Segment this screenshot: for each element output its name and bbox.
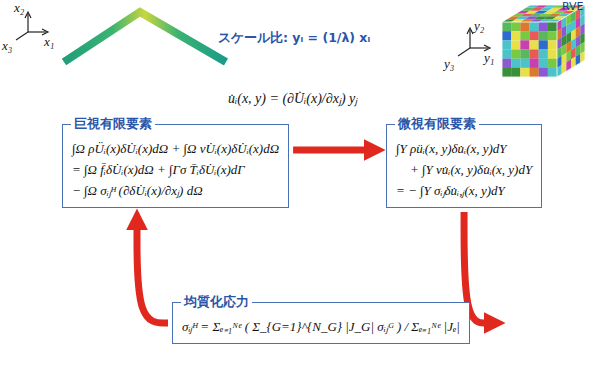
axis-label: y₃ (444, 56, 454, 72)
equation-line: ∫Y ρüᵢ(x, y)δu̇ᵢ(x, y)dY (396, 138, 532, 159)
equation-line: ∫Ω ρÜᵢ(x)δU̇ᵢ(x)dΩ + ∫Ω νU̇ᵢ(x)δU̇ᵢ(x)dΩ (72, 138, 279, 159)
macro-fe-box: 巨視有限要素∫Ω ρÜᵢ(x)δU̇ᵢ(x)dΩ + ∫Ω νU̇ᵢ(x)δU̇… (62, 124, 289, 208)
grain-cell (539, 22, 548, 31)
grain-cell (539, 68, 548, 77)
flow-arrow (293, 147, 368, 154)
equation-line: = ∫Ω f̄ᵢδU̇ᵢ(x)dΩ + ∫Γσ T̄ᵢδU̇ᵢ(x)dΓ (72, 159, 279, 180)
grain-cell (502, 31, 511, 40)
equation-line: σᵢⱼᴴ = Σₑ₌₁ᴺᵉ ( Σ_{G=1}^{N_G} |J_G| σᵢⱼᴳ… (182, 316, 460, 337)
grain-cell (539, 40, 548, 49)
flow-arrow (137, 226, 168, 323)
grain-cell (520, 59, 529, 68)
displacement-formula: u̇ᵢ(x, y) = (∂U̇ᵢ(x)/∂xⱼ) yⱼ (228, 88, 357, 107)
grain-cell (539, 50, 548, 59)
grain-cell (511, 68, 520, 77)
axis-label: x₃ (2, 38, 12, 54)
box-heading: 巨視有限要素 (71, 116, 155, 132)
grain-cell (530, 31, 539, 40)
grain-cell (548, 68, 557, 77)
grain-cell (511, 22, 520, 31)
cube-face (557, 5, 585, 77)
macro-axes (16, 12, 48, 40)
equation-line: + ∫Y νu̇ᵢ(x, y)δu̇ᵢ(x, y)dY (396, 159, 532, 180)
grain-cell (520, 50, 529, 59)
axis-label: x₁ (44, 34, 54, 50)
grain-cell (539, 59, 548, 68)
grain-cell (530, 50, 539, 59)
grain-cell (511, 50, 520, 59)
grain-cell (530, 59, 539, 68)
grain-cell (502, 22, 511, 31)
scale-ratio: スケール比: yᵢ = (1/λ) xᵢ (218, 30, 370, 47)
micro-fe-box: 微視有限要素∫Y ρüᵢ(x, y)δu̇ᵢ(x, y)dY+ ∫Y νu̇ᵢ(… (386, 124, 542, 208)
axis-label: x₂ (14, 0, 24, 16)
homogenized-stress-box: 均質化応力σᵢⱼᴴ = Σₑ₌₁ᴺᵉ ( Σ_{G=1}^{N_G} |J_G|… (172, 302, 470, 344)
grain-cell (511, 31, 520, 40)
box-heading: 微視有限要素 (395, 116, 479, 132)
grain-cell (511, 59, 520, 68)
grain-cell (548, 31, 557, 40)
rve-label: RVE (562, 0, 584, 13)
axis-label: y₂ (474, 18, 484, 34)
grain-cell (502, 59, 511, 68)
cube-edges (502, 5, 585, 77)
grain-cell (539, 31, 548, 40)
grain-cell (530, 40, 539, 49)
grain-cell (548, 50, 557, 59)
grain-cell (520, 68, 529, 77)
box-heading: 均質化応力 (181, 294, 252, 310)
axis-label: y₁ (484, 50, 494, 66)
cube-face (502, 22, 557, 77)
grain-cell (548, 59, 557, 68)
grain-cell (511, 40, 520, 49)
grain-cell (548, 22, 557, 31)
grain-cell (530, 68, 539, 77)
grain-cell (520, 31, 529, 40)
grain-cell (502, 40, 511, 49)
grain-cell (502, 50, 511, 59)
grain-cell (520, 22, 529, 31)
grain-cell (520, 40, 529, 49)
rve-cube (502, 5, 585, 77)
equation-line: = − ∫Y σᵢⱼδu̇ᵢ,ⱼ(x, y)dY (396, 180, 532, 201)
grain-cell (502, 68, 511, 77)
grain-cell (548, 40, 557, 49)
macro-structure (64, 12, 226, 62)
equation-line: − ∫Ω σᵢⱼᴴ (∂δU̇ᵢ(x)/∂xⱼ) dΩ (72, 180, 279, 201)
grain-cell (530, 22, 539, 31)
